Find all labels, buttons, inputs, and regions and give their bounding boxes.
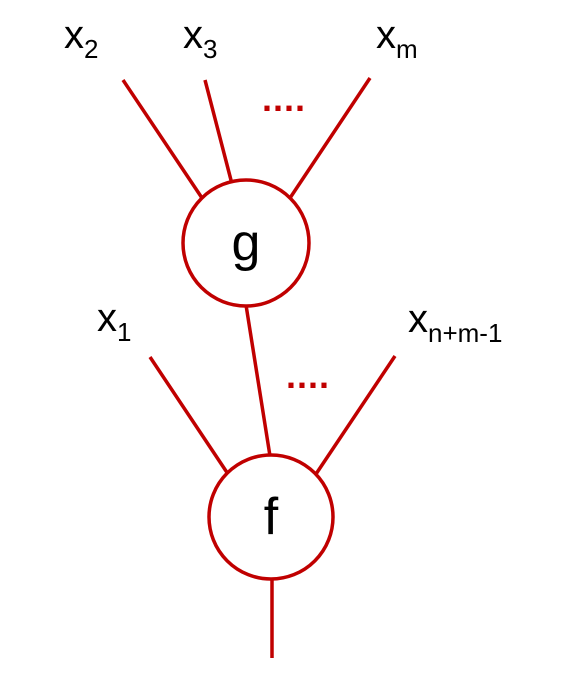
node-g-circle [181,178,311,308]
node-g: g [181,178,311,308]
label-xm: xm [376,13,418,64]
label-x1-base: x [97,296,117,340]
label-x3-sub: 3 [203,34,217,64]
label-xnm1-base: x [408,297,428,341]
ellipsis-g-inputs: .... [262,78,306,119]
ellipsis-f-inputs: .... [286,355,330,396]
node-f: f [207,453,335,581]
label-x2-base: x [64,13,84,57]
edge-x2-to-g [121,79,204,199]
label-x2-sub: 2 [84,34,98,64]
node-f-circle [207,453,335,581]
edge-x1-to-f [148,356,230,475]
label-x2: x2 [64,13,98,64]
label-xnm1: xn+m-1 [408,297,502,348]
edge-xnm1-to-f [314,355,397,475]
edge-x3-to-g [203,79,234,185]
label-x1: x1 [97,296,131,347]
label-xm-base: x [376,13,396,57]
label-x3: x3 [183,13,217,64]
label-x3-base: x [183,13,203,57]
edge-g-to-f [244,304,272,457]
node-g-label: g [232,214,261,272]
edge-xm-to-g [288,77,372,199]
label-xnm1-sub: n+m-1 [428,318,502,348]
label-x1-sub: 1 [117,317,131,347]
label-xm-sub: m [396,34,418,64]
node-f-label: f [264,488,279,546]
